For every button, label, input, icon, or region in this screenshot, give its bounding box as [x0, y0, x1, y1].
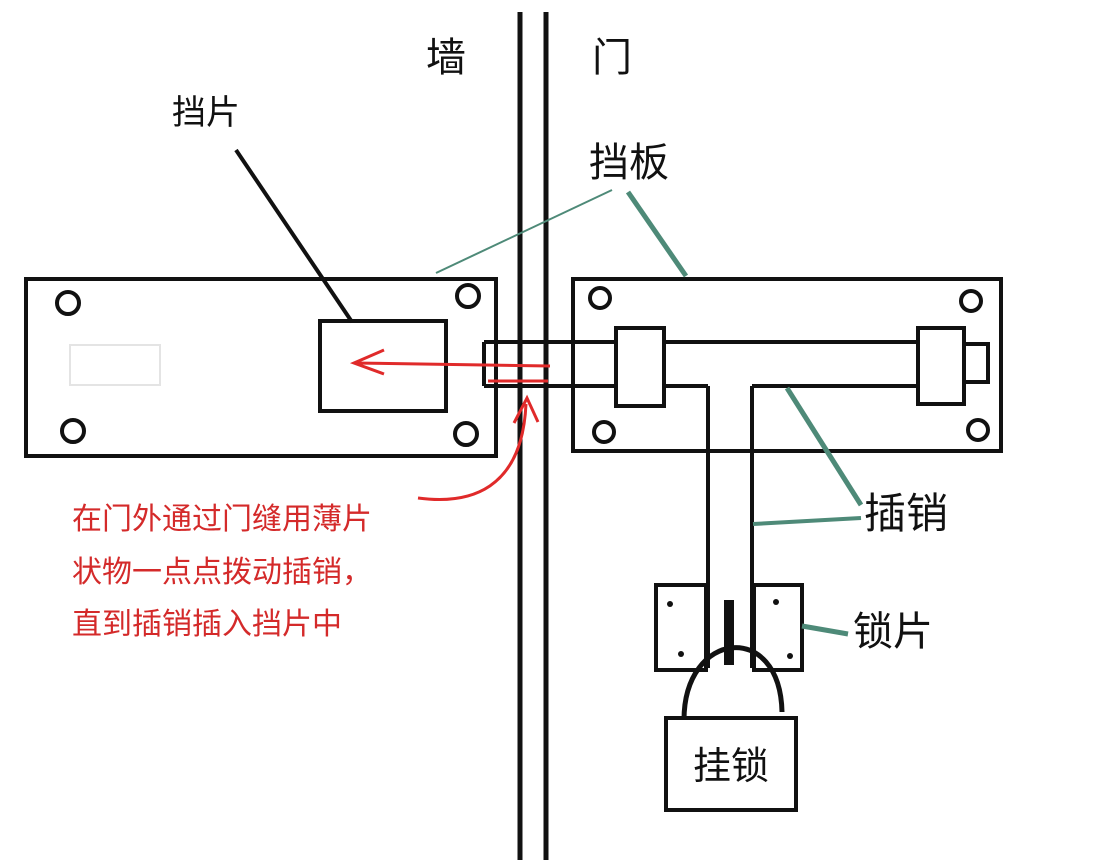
baffle-leader-right [625, 190, 689, 278]
baffle-label: 挡板 [589, 140, 669, 186]
padlock: 挂锁 [664, 645, 798, 812]
rivet-icon [787, 653, 793, 659]
screw-hole-icon [453, 421, 479, 447]
wall-plate [24, 277, 498, 458]
arrow-shaft [353, 361, 551, 368]
annotation-line-1: 在门外通过门缝用薄片 [72, 502, 372, 537]
stop-piece-label: 挡片 [172, 93, 240, 133]
screw-hole-icon [455, 283, 481, 309]
padlock-shackle [681, 645, 785, 721]
baffle-leader-left [435, 189, 613, 274]
latch-bolt-label: 插销 [864, 489, 948, 538]
bolt-guide-right [916, 326, 966, 406]
latch-bolt-leader-upper [784, 386, 864, 507]
curved-arrow-head-icon [512, 394, 540, 424]
screw-hole-icon [966, 418, 990, 442]
annotation-line-3: 直到插销插入挡片中 [72, 607, 342, 642]
wall-label: 墙 [426, 35, 466, 81]
latch-bolt-leader-lower [752, 516, 862, 526]
arrow-head-icon [349, 348, 385, 376]
lock-plate [654, 583, 804, 672]
screw-hole-icon [55, 290, 81, 316]
annotation-line-2: 状物一点点拨动插销， [72, 555, 372, 590]
bolt-rod [484, 340, 935, 388]
rivet-icon [773, 599, 779, 605]
screw-hole-icon [588, 286, 612, 310]
padlock-label: 挂锁 [693, 744, 769, 788]
erased-residue [69, 344, 161, 386]
lock-plate-left [654, 583, 708, 672]
gap-approach-arrow [417, 394, 540, 502]
bolt-end-cap [962, 342, 990, 384]
rivet-icon [678, 651, 684, 657]
bolt-guide-left [614, 326, 666, 408]
stop-piece-slot [323, 324, 443, 408]
padlock-body [664, 716, 798, 812]
stop-piece [318, 319, 448, 413]
screw-hole-icon [60, 418, 86, 444]
screw-hole-icon [959, 289, 983, 313]
screw-hole-icon [592, 420, 616, 444]
lock-plate-leader [801, 623, 849, 637]
lock-plate-slot [724, 600, 734, 665]
wall-door-gap [517, 12, 549, 860]
lock-plate-label: 锁片 [853, 609, 933, 655]
annotation: 在门外通过门缝用薄片 状物一点点拨动插销， 直到插销插入挡片中 [72, 502, 372, 642]
bolt-direction-arrow [349, 348, 551, 383]
stop-piece-leader [234, 148, 354, 324]
rivet-icon [667, 601, 673, 607]
curved-arrow-shaft [417, 403, 528, 502]
door-label: 门 [592, 35, 632, 81]
